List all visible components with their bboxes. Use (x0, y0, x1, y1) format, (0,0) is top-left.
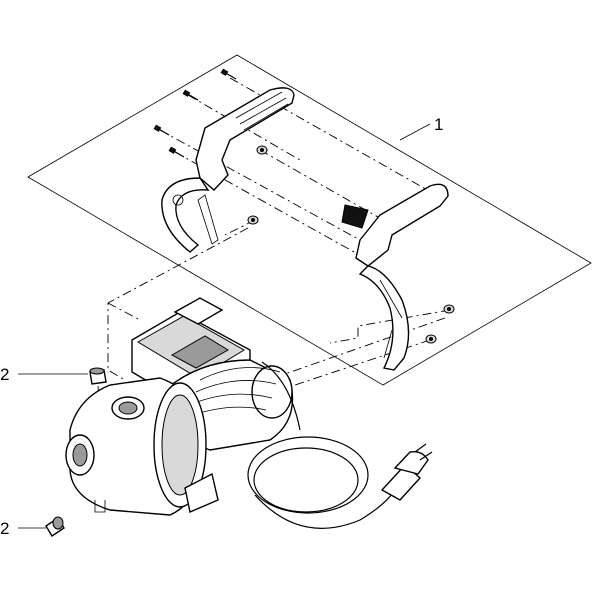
power-cable (247, 361, 433, 529)
nut-icon (247, 215, 259, 225)
pump-motor (65, 297, 294, 516)
screw-icon (153, 124, 170, 136)
drain-plug-upper-part (89, 367, 107, 385)
leader-lines (18, 123, 431, 529)
drain-plug-lower-part (45, 516, 65, 537)
screw-icon (220, 68, 237, 80)
nut-icon (256, 145, 268, 155)
callout-2-lower-label: 2 (0, 519, 9, 538)
plug-icon (380, 443, 433, 501)
handle-right-half (341, 183, 449, 371)
handle-assembly-plane (27, 54, 592, 386)
screw-set (153, 68, 237, 158)
nut-set (247, 145, 455, 344)
nut-icon (443, 304, 455, 314)
handle-left-half (161, 87, 295, 253)
callout-2-upper-label: 2 (0, 365, 9, 384)
nut-icon (425, 334, 437, 344)
screw-icon (168, 146, 185, 158)
screw-icon (182, 89, 199, 101)
callout-1-label: 1 (434, 115, 443, 134)
